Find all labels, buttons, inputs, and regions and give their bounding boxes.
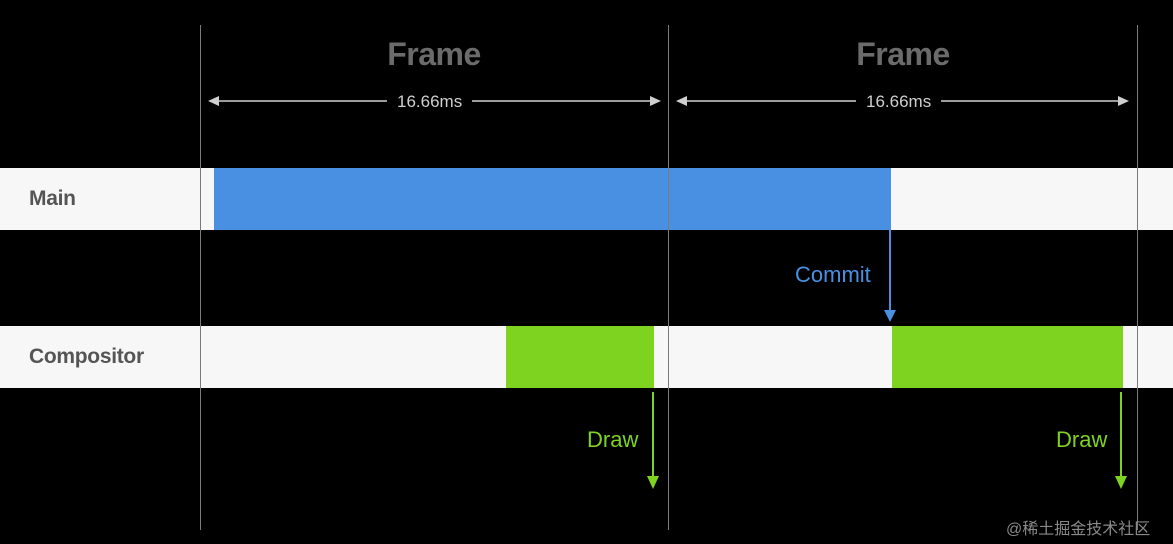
compositor-track-label: Compositor (29, 345, 144, 368)
watermark-text: @稀土掘金技术社区 (1006, 521, 1151, 538)
duration-arrowhead-2-right (1118, 96, 1129, 106)
frame-title-1: Frame (387, 36, 481, 72)
duration-arrowhead-1-left (208, 96, 219, 106)
frame-divider-line-2 (668, 25, 669, 530)
draw-label-1: Draw (587, 427, 639, 452)
compositor-task-bar-1 (506, 326, 654, 388)
duration-arrowhead-2-left (676, 96, 687, 106)
draw-arrowhead-1 (647, 476, 659, 489)
main-track-label: Main (29, 187, 76, 210)
commit-arrowhead (884, 310, 896, 322)
duration-arrowhead-1-right (650, 96, 661, 106)
main-thread-task-bar (214, 168, 891, 230)
compositor-task-bar-2 (892, 326, 1123, 388)
frame-divider-line-1 (200, 25, 201, 530)
frame-title-2: Frame (856, 36, 950, 72)
frame-duration-label-2: 16.66ms (856, 92, 942, 112)
draw-arrowhead-2 (1115, 476, 1127, 489)
frame-duration-label-1: 16.66ms (387, 92, 473, 112)
draw-label-2: Draw (1056, 427, 1108, 452)
commit-label: Commit (795, 262, 871, 287)
frame-divider-line-3 (1137, 25, 1138, 530)
